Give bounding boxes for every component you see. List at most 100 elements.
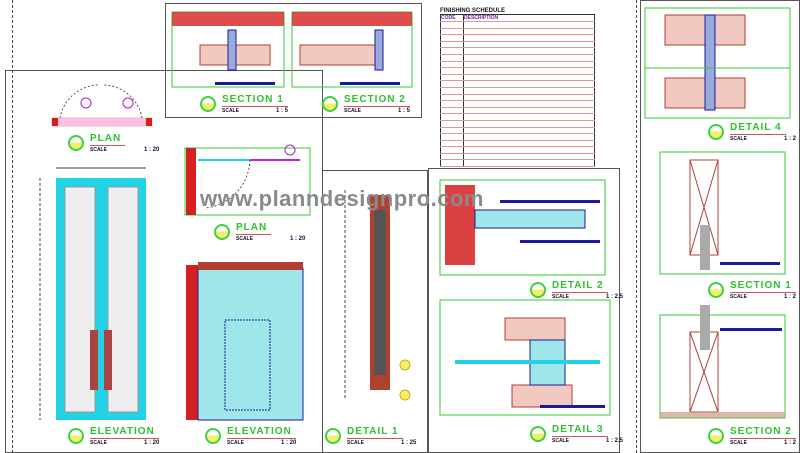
watermark: www.planndesignpro.com <box>200 186 484 211</box>
title-marker-icon <box>205 428 221 444</box>
schedule-code-cell <box>440 120 464 128</box>
schedule-code-cell <box>440 140 464 148</box>
schedule-description-cell <box>463 127 595 135</box>
schedule-code-cell <box>440 153 464 161</box>
schedule-row <box>440 127 595 135</box>
schedule-row <box>440 133 595 141</box>
title-marker-icon <box>322 96 338 112</box>
schedule-code-cell <box>440 61 464 69</box>
schedule-description-cell <box>463 21 595 29</box>
title-marker-icon <box>214 224 230 240</box>
schedule-code-cell <box>440 159 464 168</box>
title-marker-icon <box>68 135 84 151</box>
section-2-drawing <box>291 11 413 88</box>
section-panel <box>165 3 422 118</box>
schedule-row <box>440 107 595 115</box>
border-dash <box>12 0 13 453</box>
schedule-code-cell <box>440 133 464 141</box>
schedule-title: FINISHING SCHEDULE <box>440 8 506 14</box>
elevation-2-drawing <box>186 262 304 421</box>
schedule-description-cell <box>463 113 595 121</box>
schedule-row <box>440 94 595 102</box>
schedule-code-cell <box>440 113 464 121</box>
title-marker-icon <box>530 426 546 442</box>
schedule-row <box>440 113 595 121</box>
schedule-code-cell <box>440 41 464 49</box>
schedule-code-cell <box>440 21 464 29</box>
schedule-code-cell <box>440 80 464 88</box>
schedule-code-cell <box>440 146 464 154</box>
schedule-row <box>440 74 595 82</box>
schedule-col-code: CODE <box>440 14 464 22</box>
schedule-description-cell <box>463 28 595 36</box>
schedule-description-cell <box>463 34 595 42</box>
schedule-description-cell <box>463 153 595 161</box>
detail-4-drawing <box>644 7 791 119</box>
title-marker-icon <box>708 428 724 444</box>
schedule-code-cell <box>440 107 464 115</box>
schedule-code-cell <box>440 87 464 95</box>
schedule-code-cell <box>440 34 464 42</box>
schedule-description-cell <box>463 146 595 154</box>
schedule-row <box>440 153 595 161</box>
schedule-code-cell <box>440 67 464 75</box>
schedule-code-cell <box>440 47 464 55</box>
schedule-code-cell <box>440 94 464 102</box>
section-1-drawing <box>171 11 285 88</box>
title-marker-icon <box>708 124 724 140</box>
schedule-row <box>440 41 595 49</box>
schedule-row <box>440 34 595 42</box>
detail-1-drawing <box>344 190 411 401</box>
title-marker-icon <box>68 428 84 444</box>
schedule-row <box>440 28 595 36</box>
elevation-1-drawing <box>39 167 146 420</box>
schedule-description-cell <box>463 107 595 115</box>
detail-2-drawing <box>439 179 606 276</box>
plan-2-drawing <box>184 144 311 216</box>
schedule-description-cell <box>463 133 595 141</box>
schedule-code-cell <box>440 127 464 135</box>
schedule-code-cell <box>440 28 464 36</box>
schedule-code-cell <box>440 74 464 82</box>
schedule-description-cell <box>463 54 595 62</box>
title-marker-icon <box>325 428 341 444</box>
detail-3-drawing <box>439 299 611 416</box>
schedule-row <box>440 87 595 95</box>
schedule-row <box>440 21 595 29</box>
schedule-row <box>440 61 595 69</box>
schedule-row <box>440 146 595 154</box>
schedule-description-cell <box>463 87 595 95</box>
schedule-row <box>440 67 595 75</box>
title-marker-icon <box>708 282 724 298</box>
section-2-right-drawing <box>659 305 786 419</box>
schedule-row <box>440 54 595 62</box>
schedule-description-cell <box>463 47 595 55</box>
plan-1-drawing <box>51 84 153 127</box>
schedule-description-cell <box>463 80 595 88</box>
border-dash <box>636 0 637 453</box>
schedule-description-cell <box>463 67 595 75</box>
schedule-row <box>440 159 595 168</box>
schedule-row <box>440 80 595 88</box>
schedule-row <box>440 140 595 148</box>
title-marker-icon <box>530 282 546 298</box>
schedule-description-cell <box>463 74 595 82</box>
schedule-code-cell <box>440 54 464 62</box>
schedule-description-cell <box>463 159 595 168</box>
schedule-description-cell <box>463 120 595 128</box>
